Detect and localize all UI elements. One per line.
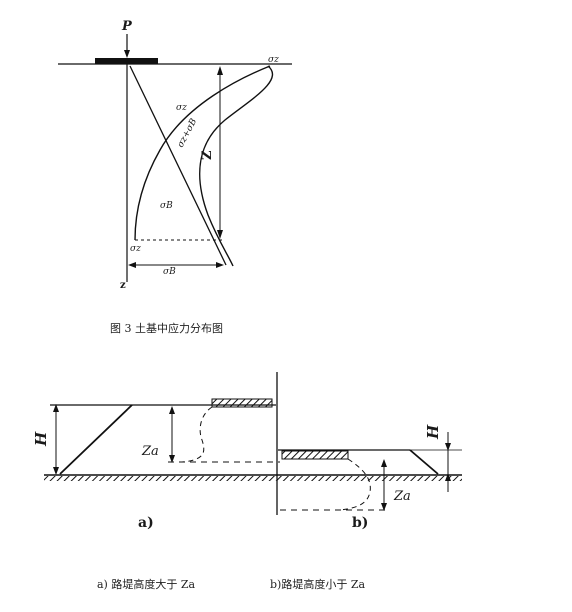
z-axis-label: z [120,280,126,291]
panel-a-label: a) [138,515,154,531]
right-height-label: H [424,424,442,440]
panel-b-label: b) [352,515,368,531]
left-embankment-slope [59,404,133,475]
sigma-z-bottom-label: σz [130,244,141,254]
left-load-plate [211,398,273,408]
sigma-combined-curve [199,65,274,267]
figure-2-embankment [44,372,462,515]
left-depth-label: Za [141,444,159,459]
sigma-z-top-label: σz [268,55,279,65]
depth-label: Z [200,150,215,160]
figure-1-stress-distribution [58,34,292,282]
figure-2b-caption: b)路堤高度小于 Za [270,578,366,591]
right-embankment-slope [409,449,439,475]
sigma-b-bottom-label: σB [163,267,176,277]
right-load-plate [281,450,349,460]
sigma-z-label: σz [176,103,187,113]
figure-2-labels: H Za H Za a) b) [32,424,442,531]
sigma-b-label: σB [160,201,173,211]
load-label: P [121,19,133,34]
figure-1-caption: 图 3 土基中应力分布图 [110,322,223,335]
sigma-z-curve [134,65,271,241]
sigma-b-line [129,65,227,266]
load-plate [95,58,158,64]
left-height-label: H [32,431,50,447]
ground-hatch [44,476,462,481]
left-stress-curve [181,406,213,463]
right-depth-label: Za [393,489,411,504]
right-stress-curve [339,458,371,511]
sigma-combined-label: σz+σB [176,117,200,150]
figure-2a-caption: a) 路堤高度大于 Za [97,578,196,591]
load-arrowhead [124,50,130,58]
